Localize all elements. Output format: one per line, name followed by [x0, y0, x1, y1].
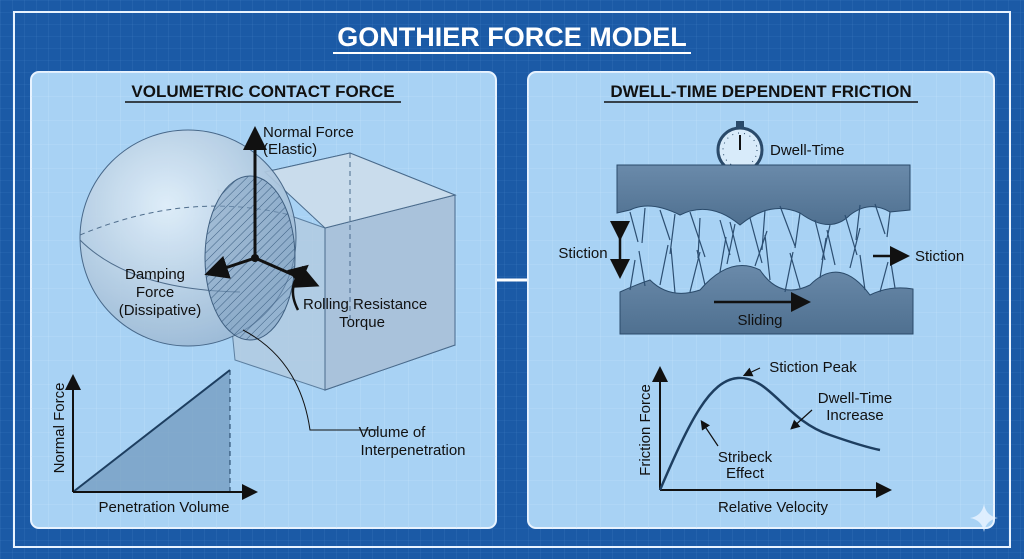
x-axis-label: Penetration Volume [99, 499, 230, 516]
leader-line [242, 329, 378, 431]
friction-curve [658, 376, 881, 491]
sparkle-icon [970, 504, 998, 532]
damping-sublabel: (Dissipative) [119, 302, 202, 319]
friction-velocity-graph: Stiction Peak Dwell-Time Increase Stribe… [637, 359, 892, 516]
force-arrows [204, 126, 320, 311]
damping-label-2: Force [136, 284, 174, 301]
page-title: GONTHIER FORCE MODEL [337, 22, 687, 52]
damping-label: Damping [125, 266, 185, 283]
force-volume-graph: Normal Force Penetration Volume [51, 369, 258, 516]
stiction-left-label: Stiction [558, 245, 607, 262]
cube [217, 152, 457, 391]
normal-force-sublabel: (Elastic) [263, 141, 317, 158]
outer-frame [13, 11, 1011, 548]
stribeck-label: Stribeck [718, 449, 773, 466]
right-panel: DWELL-TIME DEPENDENT FRICTION Dwell-Time… [527, 71, 995, 529]
surface-asperities [616, 164, 914, 335]
force-line [72, 369, 231, 493]
normal-force-label: Normal Force [263, 124, 354, 141]
right-heading: DWELL-TIME DEPENDENT FRICTION [610, 82, 911, 101]
left-panel: VOLUMETRIC CONTACT FORCE Normal Force ( [30, 71, 497, 529]
rolling-label: Rolling Resistance [303, 296, 427, 313]
torque-label: Torque [339, 314, 385, 331]
left-heading: VOLUMETRIC CONTACT FORCE [131, 82, 394, 101]
y-axis-label: Friction Force [637, 384, 654, 476]
stiction-right-label: Stiction [915, 248, 964, 265]
interpenetration-label: Interpenetration [360, 442, 465, 459]
stiction-peak-label: Stiction Peak [769, 359, 857, 376]
dwell-time-label: Dwell-Time [770, 142, 844, 159]
volume-label: Volume of [359, 424, 427, 441]
stribeck-label-2: Effect [726, 465, 765, 482]
dwell-increase-label: Dwell-Time [818, 390, 892, 407]
sliding-label: Sliding [737, 312, 782, 329]
dwell-increase-label-2: Increase [826, 407, 884, 424]
y-axis-label: Normal Force [51, 383, 68, 474]
x-axis-label: Relative Velocity [718, 499, 829, 516]
